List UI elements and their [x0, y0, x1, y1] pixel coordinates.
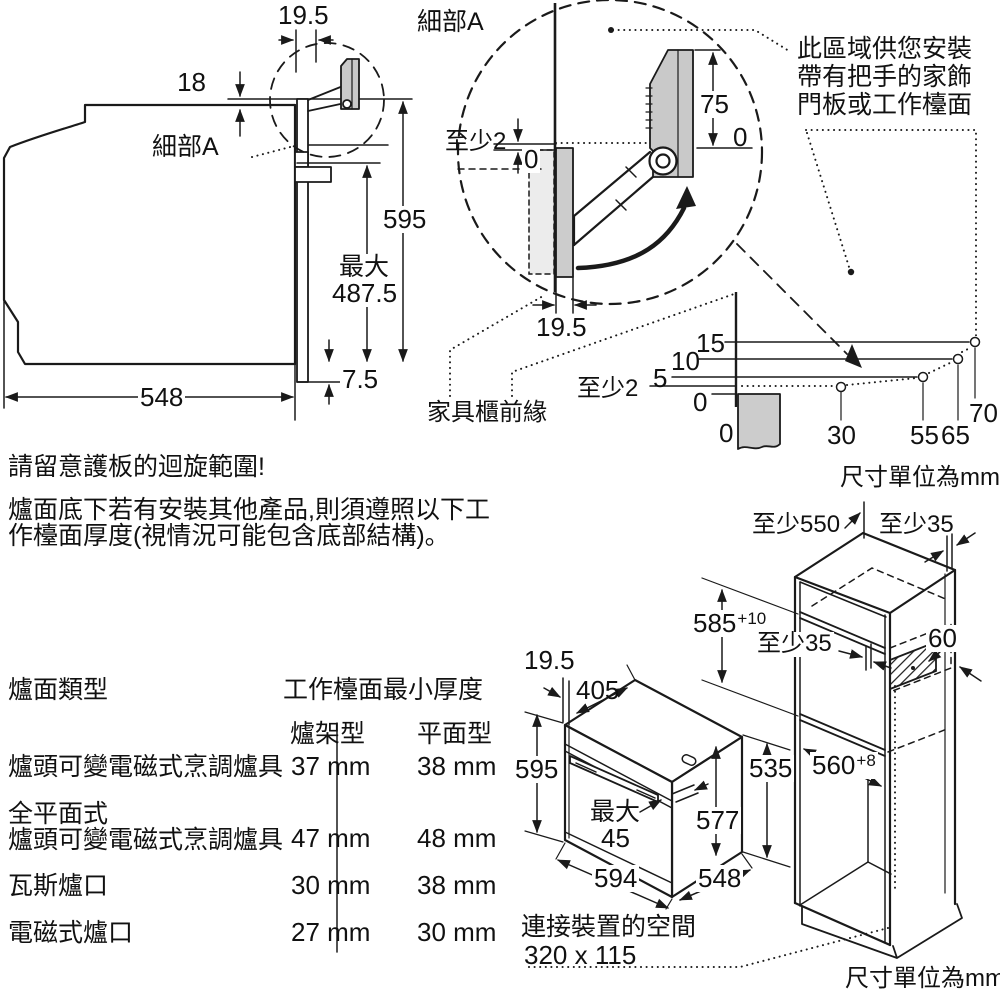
table-row-frame-value: 30 mm	[291, 870, 371, 900]
table-row-frame-value: 27 mm	[291, 917, 371, 947]
da-flush-right-dim: 0	[733, 122, 748, 152]
oi-body-height-dim: 577	[694, 805, 742, 835]
unit-note-bottom: 尺寸單位為mm	[845, 965, 1000, 992]
cab-niche-height-dim: 585+10	[691, 608, 769, 638]
table-row-flat-value: 48 mm	[417, 823, 497, 853]
oi-max-prefix: 最大	[590, 798, 641, 826]
chart-x-zero: 0	[719, 418, 734, 448]
sv-top-gap-dim: 18	[177, 67, 206, 97]
sv-detail-ref-label: 細部A	[152, 133, 219, 161]
warning-body-line-2: 作檯面厚度(視情況可能包含底部結構)。	[8, 522, 450, 550]
oi-top-inset-dim: 405	[576, 675, 620, 705]
chart-y-zero: 0	[693, 387, 708, 417]
side-view-drawing	[2, 29, 413, 421]
table-row-type: 爐頭可變電磁式烹調爐具	[8, 753, 284, 781]
table-row-flat-value: 38 mm	[417, 751, 497, 781]
cab-inner-depth-value: 560	[812, 750, 856, 780]
install-note-line-1: 此區域供您安裝	[797, 35, 973, 63]
warning-headline: 請留意護板的迴旋範圍!	[8, 453, 265, 481]
table-row-type: 全平面式	[8, 800, 109, 828]
table-row-flat-value: 30 mm	[417, 917, 497, 947]
cab-top-clearance-dim: 至少35	[879, 511, 954, 538]
cab-niche-height-tolerance: +10	[737, 609, 767, 628]
unit-note-top: 尺寸單位為mm	[840, 464, 1000, 491]
sv-depth-dim: 548	[138, 382, 186, 412]
table-header-type: 爐面類型	[8, 676, 109, 704]
connection-space-label: 連接裝置的空間	[521, 913, 697, 941]
table-subheader-flat: 平面型	[417, 720, 493, 748]
da-handle-height-dim: 75	[698, 89, 731, 119]
cab-vent-depth-dim: 60	[926, 623, 959, 653]
da-front-edge-label: 家具櫃前緣	[427, 399, 547, 426]
oi-max-value-dim: 45	[601, 823, 630, 853]
oi-height-dim: 595	[513, 754, 561, 784]
oi-width-dim: 594	[592, 863, 640, 893]
cab-niche-height-value: 585	[693, 608, 737, 638]
table-row-type: 瓦斯爐口	[8, 872, 109, 900]
table-row-type: 電磁式爐口	[8, 919, 134, 947]
table-row-type: 爐頭可變電磁式烹調爐具	[8, 826, 284, 854]
table-row-frame-value: 37 mm	[291, 751, 371, 781]
oi-depth-dim: 548	[696, 863, 744, 893]
sv-max-prefix: 最大	[337, 253, 392, 281]
chart-ytick-10: 10	[671, 346, 700, 376]
install-note-line-2: 帶有把手的家飾	[797, 63, 973, 91]
chart-min-gap-label: 至少2	[577, 375, 639, 402]
table-subheader-frame: 爐架型	[290, 720, 366, 748]
chart-ytick-15: 15	[696, 328, 725, 358]
oi-door-offset-dim: 19.5	[524, 645, 575, 675]
da-flush-left-dim: 0	[522, 144, 541, 174]
chart-ytick-5: 5	[653, 363, 668, 393]
da-door-thickness-dim: 19.5	[536, 312, 587, 342]
table-row-flat-value: 38 mm	[417, 870, 497, 900]
chart-xtick-65: 65	[941, 420, 970, 450]
table-header-thickness: 工作檯面最小厚度	[283, 676, 484, 704]
cab-inner-depth-tolerance: +8	[856, 751, 876, 770]
chart-xtick-70: 70	[969, 398, 998, 428]
cab-shelf-clearance-dim: 至少35	[755, 630, 834, 657]
cab-depth-min-dim: 至少550	[752, 511, 841, 538]
oven-isometric-drawing	[524, 664, 791, 910]
sv-bottom-gap-dim: 7.5	[340, 364, 381, 394]
detail-a-title: 細部A	[417, 8, 484, 36]
install-note-line-3: 門板或工作檯面	[797, 91, 973, 119]
sv-max-value-dim: 487.5	[330, 278, 400, 308]
table-row-frame-value: 47 mm	[291, 823, 371, 853]
warning-body-line-1: 爐面底下若有安裝其他產品,則須遵照以下工	[8, 496, 490, 524]
da-min-gap-dim: 至少2	[445, 128, 507, 155]
cab-inner-depth-dim: 560+8	[810, 750, 878, 780]
connection-space-size: 320 x 115	[524, 940, 637, 970]
clearance-curve-drawing	[649, 129, 981, 450]
chart-xtick-30: 30	[827, 420, 856, 450]
sv-height-dim: 595	[381, 204, 429, 234]
sv-door-offset-dim: 19.5	[278, 0, 329, 30]
cab-opening-height-dim: 535	[747, 753, 795, 783]
chart-xtick-55: 55	[910, 420, 939, 450]
